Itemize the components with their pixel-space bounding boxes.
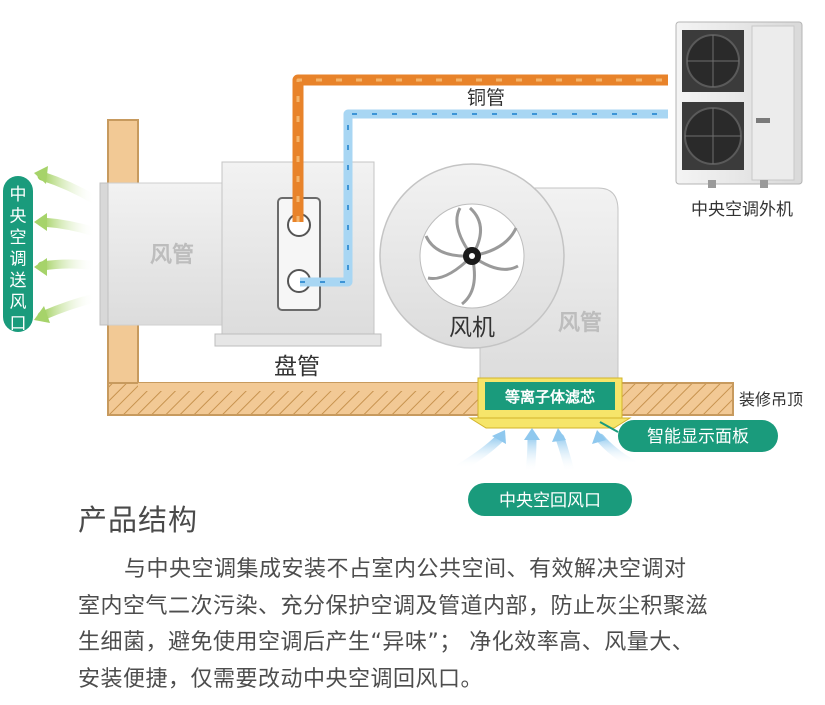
supply-outlet-char: 中 bbox=[10, 185, 27, 204]
ceiling-frame bbox=[107, 119, 734, 416]
plasma-filter: 等离子体滤芯 bbox=[468, 377, 632, 429]
ceiling-label: 装修吊顶 bbox=[739, 391, 803, 409]
display-panel-label: 智能显示面板 bbox=[647, 427, 749, 446]
hvac-structure-diagram: 风管 盘管 风机 风管 等离子体滤芯 bbox=[3, 21, 803, 516]
return-arrow-heads bbox=[492, 428, 606, 444]
supply-outlet-char: 口 bbox=[10, 314, 27, 333]
supply-outlet-char: 央 bbox=[10, 207, 27, 226]
filter-label: 等离子体滤芯 bbox=[505, 388, 595, 406]
return-airflow-arrows bbox=[455, 433, 637, 477]
duct-right-label: 风管 bbox=[558, 310, 602, 335]
display-panel-badge: 智能显示面板 bbox=[599, 420, 778, 452]
supply-arrow-heads bbox=[34, 166, 50, 323]
fan-label: 风机 bbox=[449, 314, 495, 340]
coil-label: 盘管 bbox=[274, 353, 320, 379]
section-description: 与中央空调集成安装不占室内公共空间、有效解决空调对室内空气二次污染、充分保护空调… bbox=[78, 557, 709, 692]
fan-housing: 风机 风管 bbox=[379, 163, 619, 384]
outdoor-unit-label: 中央空调外机 bbox=[691, 200, 793, 219]
return-vent-badge: 中央空回风口 bbox=[468, 483, 632, 516]
copper-pipe-label: 铜管 bbox=[467, 87, 505, 109]
outdoor-unit: 中央空调外机 bbox=[675, 21, 803, 219]
left-duct: 风管 bbox=[99, 182, 229, 326]
supply-outlet-char: 风 bbox=[10, 293, 27, 312]
supply-outlet-char: 空 bbox=[10, 228, 27, 247]
supply-outlet-char: 调 bbox=[10, 250, 27, 269]
supply-airflow-arrows bbox=[37, 171, 100, 321]
duct-left-label: 风管 bbox=[150, 242, 194, 267]
supply-outlet-char: 送 bbox=[10, 271, 27, 290]
section-title: 产品结构 bbox=[78, 503, 199, 537]
copper-pipes: 铜管 bbox=[292, 74, 668, 287]
return-vent-label: 中央空回风口 bbox=[499, 491, 601, 510]
